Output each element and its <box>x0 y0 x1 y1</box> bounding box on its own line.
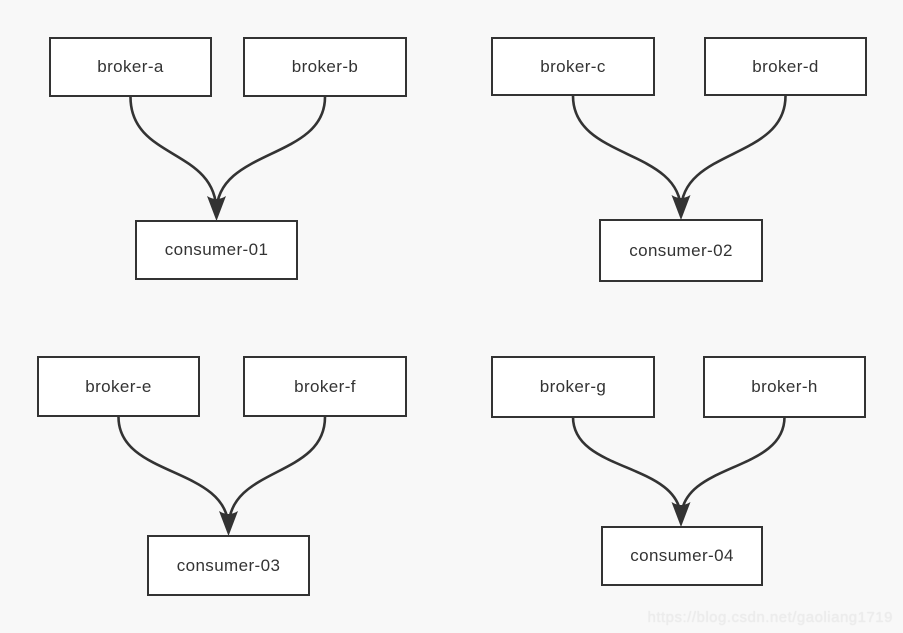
arrowhead-consumer-01 <box>207 196 226 221</box>
edge-broker-a-consumer-01 <box>129 95 218 214</box>
node-label: consumer-02 <box>629 240 733 260</box>
node-label: broker-f <box>294 376 356 396</box>
node-consumer-01: consumer-01 <box>135 220 298 280</box>
node-label: consumer-01 <box>164 240 269 259</box>
edge-broker-e-consumer-03 <box>117 415 230 530</box>
node-label: broker-a <box>97 57 164 76</box>
node-broker-a: broker-a <box>49 37 212 97</box>
node-label: broker-b <box>291 57 359 76</box>
node-broker-f: broker-f <box>243 356 407 417</box>
node-broker-h: broker-h <box>703 356 866 418</box>
node-consumer-04: consumer-04 <box>601 526 763 586</box>
node-label: consumer-03 <box>176 555 281 575</box>
node-consumer-03: consumer-03 <box>147 535 310 596</box>
node-broker-g: broker-g <box>491 356 655 418</box>
edge-broker-h-consumer-04 <box>679 415 786 521</box>
node-broker-e: broker-e <box>37 356 200 417</box>
node-label: broker-h <box>751 377 818 396</box>
node-broker-c: broker-c <box>491 37 655 96</box>
arrowhead-consumer-03 <box>219 511 238 536</box>
watermark: https://blog.csdn.net/gaoliang1719 <box>647 609 893 626</box>
edge-broker-b-consumer-01 <box>215 95 327 214</box>
arrowhead-consumer-02 <box>671 195 691 220</box>
node-broker-d: broker-d <box>704 37 867 96</box>
edge-broker-f-consumer-03 <box>227 415 327 530</box>
node-broker-b: broker-b <box>243 37 407 97</box>
arrowhead-consumer-04 <box>671 502 691 527</box>
node-consumer-02: consumer-02 <box>599 219 763 282</box>
edge-broker-g-consumer-04 <box>571 415 683 521</box>
edge-broker-d-consumer-02 <box>679 94 787 213</box>
edge-broker-c-consumer-02 <box>571 94 683 213</box>
node-label: consumer-04 <box>630 546 734 565</box>
node-label: broker-d <box>752 56 819 76</box>
node-label: broker-c <box>540 56 606 76</box>
node-label: broker-e <box>85 376 152 396</box>
node-label: broker-g <box>539 377 607 396</box>
